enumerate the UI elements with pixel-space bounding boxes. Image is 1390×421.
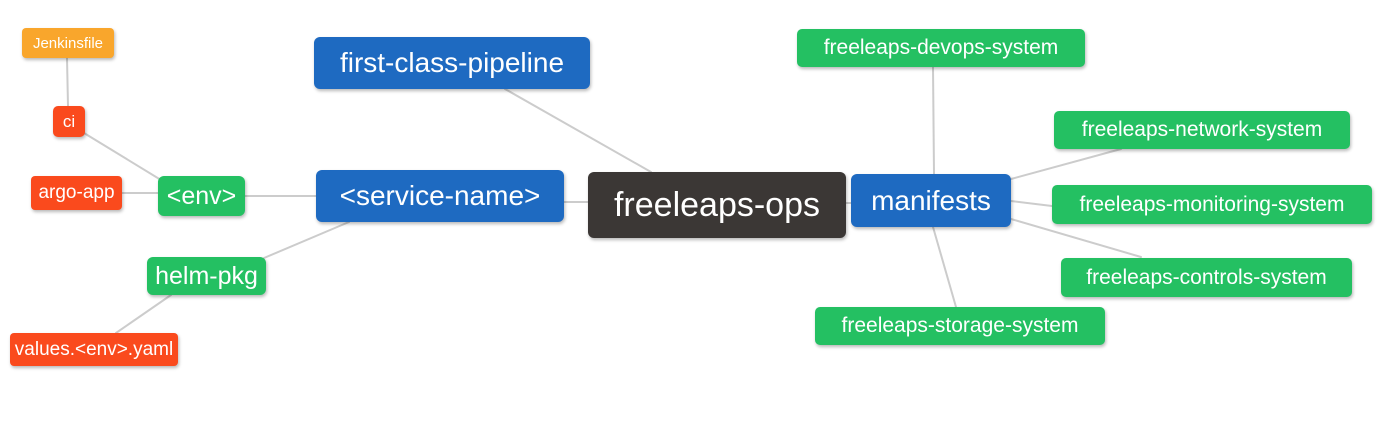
edge-jenkinsfile-ci <box>66 57 69 107</box>
node-service-name[interactable]: <service-name> <box>316 170 564 222</box>
edge-manifests-monitoring-system <box>1010 200 1053 207</box>
node-ci[interactable]: ci <box>53 106 85 137</box>
edge-first-class-pipeline-freeleaps-ops <box>504 88 652 173</box>
node-values-env-yaml[interactable]: values.<env>.yaml <box>10 333 178 366</box>
edge-ci-env <box>83 132 162 181</box>
node-manifests[interactable]: manifests <box>851 174 1011 227</box>
node-freeleaps-storage-system[interactable]: freeleaps-storage-system <box>815 307 1105 345</box>
node-freeleaps-devops-system[interactable]: freeleaps-devops-system <box>797 29 1085 67</box>
node-env[interactable]: <env> <box>158 176 245 216</box>
node-freeleaps-controls-system[interactable]: freeleaps-controls-system <box>1061 258 1352 297</box>
edge-service-name-helm-pkg <box>263 221 350 259</box>
node-freeleaps-network-system[interactable]: freeleaps-network-system <box>1054 111 1350 149</box>
node-helm-pkg[interactable]: helm-pkg <box>147 257 266 295</box>
node-argo-app[interactable]: argo-app <box>31 176 122 210</box>
node-jenkinsfile[interactable]: Jenkinsfile <box>22 28 114 58</box>
edge-manifests-storage-system <box>932 226 957 308</box>
node-freeleaps-ops[interactable]: freeleaps-ops <box>588 172 846 238</box>
edge-helm-pkg-values-env-yaml <box>115 294 172 334</box>
node-first-class-pipeline[interactable]: first-class-pipeline <box>314 37 590 89</box>
edge-manifests-devops-system <box>932 66 935 175</box>
edge-manifests-network-system <box>1010 148 1122 180</box>
edge-manifests-controls-system <box>1010 218 1142 258</box>
node-freeleaps-monitoring-system[interactable]: freeleaps-monitoring-system <box>1052 185 1372 224</box>
